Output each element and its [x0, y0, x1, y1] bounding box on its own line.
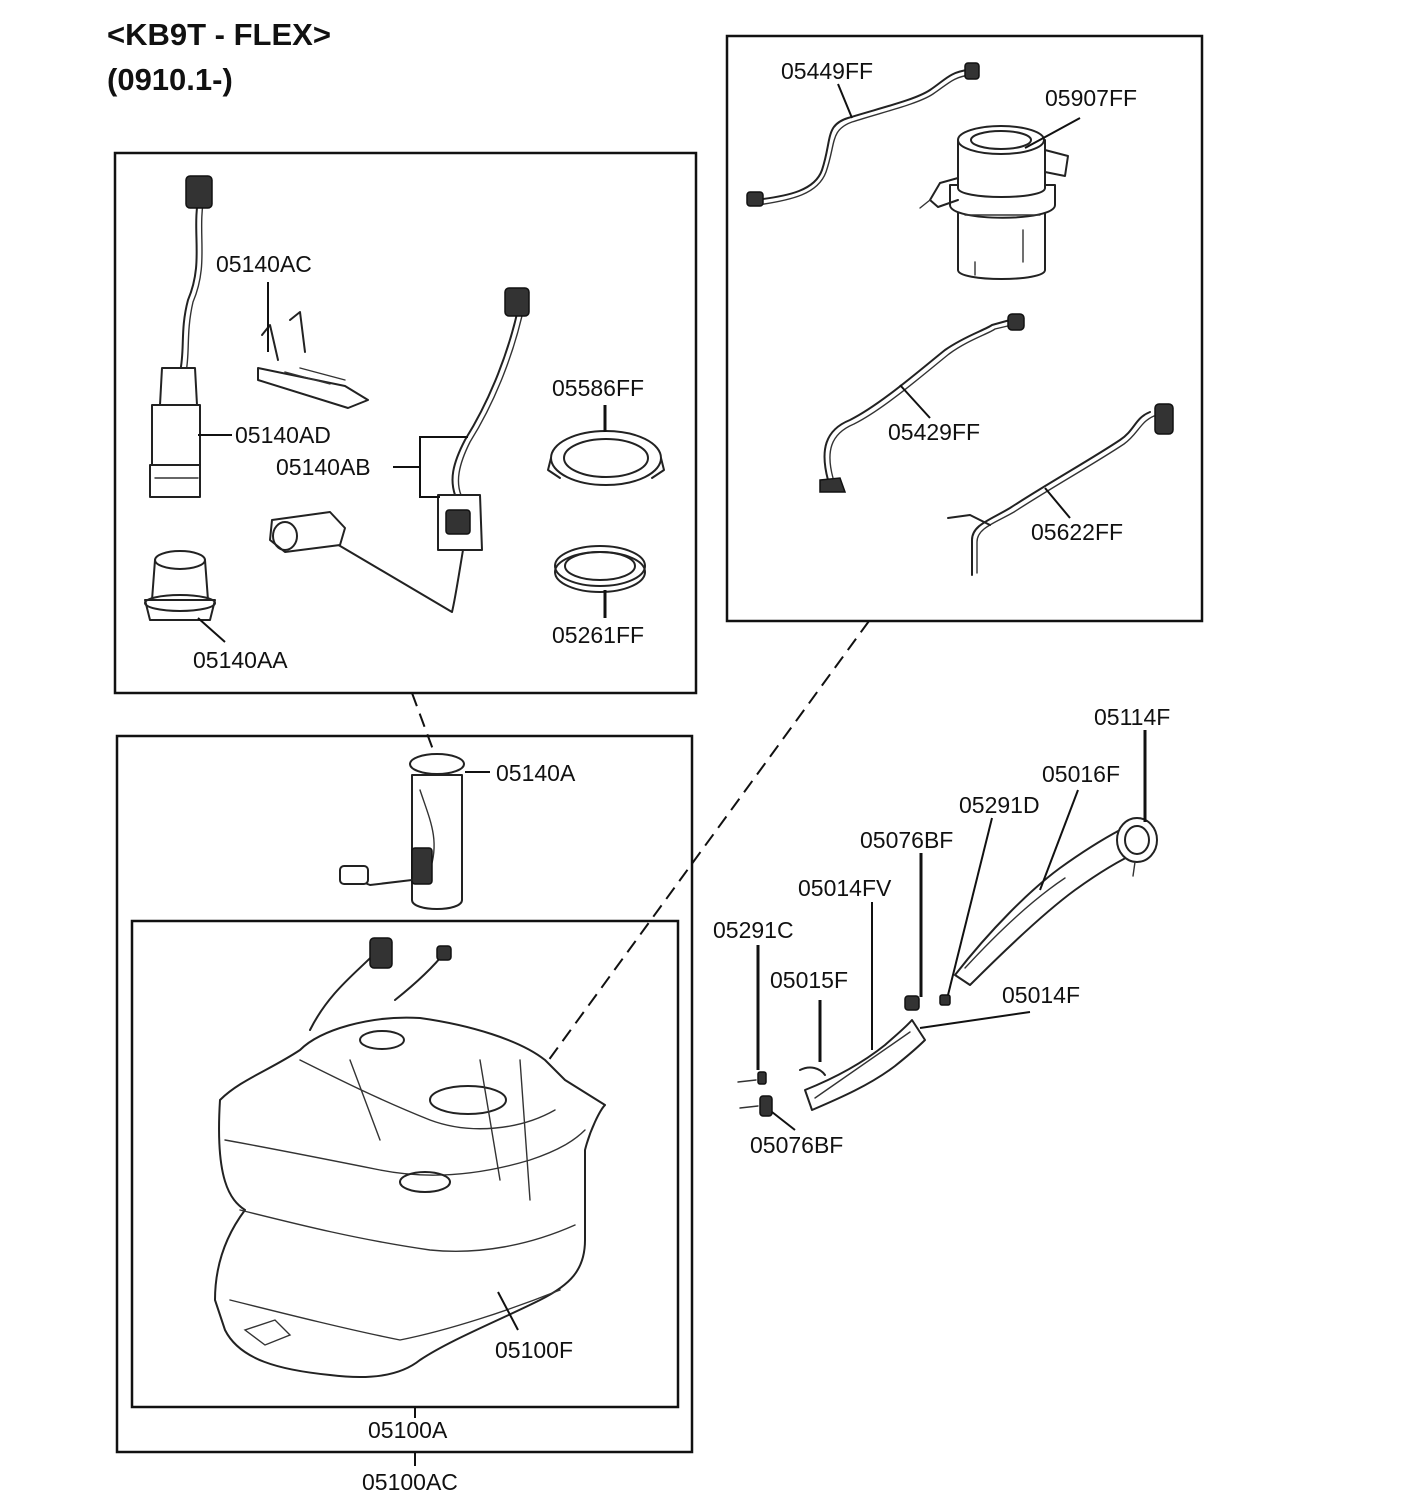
label-05140AD: 05140AD — [235, 422, 331, 448]
label-05015F: 05015F — [770, 967, 848, 993]
label-05100AC: 05100AC — [362, 1469, 458, 1495]
label-05076BF-top: 05076BF — [860, 827, 953, 853]
model-title: <KB9T - FLEX> — [107, 17, 331, 52]
label-05076BF-bottom: 05076BF — [750, 1132, 843, 1158]
leader-lines — [197, 83, 1147, 1466]
label-05100A: 05100A — [368, 1417, 448, 1443]
label-05014F: 05014F — [1002, 982, 1080, 1008]
seal-ring-05261FF — [554, 545, 646, 593]
pump-module-frame — [113, 151, 698, 695]
label-05429FF: 05429FF — [888, 419, 980, 445]
vapor-line-05449FF — [746, 62, 980, 207]
label-05114F: 05114F — [1094, 704, 1170, 730]
regulator-05140AA — [144, 550, 216, 621]
label-05586FF: 05586FF — [552, 375, 644, 401]
tank-inner-frame — [130, 919, 680, 1409]
label-05622FF: 05622FF — [1031, 519, 1123, 545]
pump-callout-line — [411, 692, 436, 756]
label-05016F: 05016F — [1042, 761, 1120, 787]
filler-neck-assembly — [737, 817, 1158, 1117]
level-sender-05140AB — [269, 287, 530, 613]
tank-assembly-frame — [115, 734, 694, 1454]
vapor-callout-line — [539, 620, 870, 1073]
label-05907FF: 05907FF — [1045, 85, 1137, 111]
canister-05907FF — [919, 125, 1069, 280]
label-05291D: 05291D — [959, 792, 1040, 818]
bracket-05140AC — [257, 311, 369, 409]
label-05291C: 05291C — [713, 917, 794, 943]
label-05140AC: 05140AC — [216, 251, 312, 277]
fuel-tank-05100F — [214, 937, 606, 1378]
label-05140AB: 05140AB — [276, 454, 371, 480]
vapor-line-05429FF — [819, 313, 1025, 493]
label-05014FV: 05014FV — [798, 875, 892, 901]
pump-module-05140A — [339, 753, 465, 910]
vapor-lines-frame — [725, 34, 1204, 623]
label-05140AA: 05140AA — [193, 647, 288, 673]
label-05100F: 05100F — [495, 1337, 573, 1363]
label-05140A: 05140A — [496, 760, 576, 786]
vapor-line-05622FF — [947, 403, 1174, 576]
label-05261FF: 05261FF — [552, 622, 644, 648]
lock-ring-05586FF — [547, 430, 665, 486]
fuel-pump-05140AD — [149, 175, 213, 498]
date-range-title: (0910.1-) — [107, 62, 233, 97]
fuel-cap-05114F — [1116, 817, 1158, 863]
label-05449FF: 05449FF — [781, 58, 873, 84]
